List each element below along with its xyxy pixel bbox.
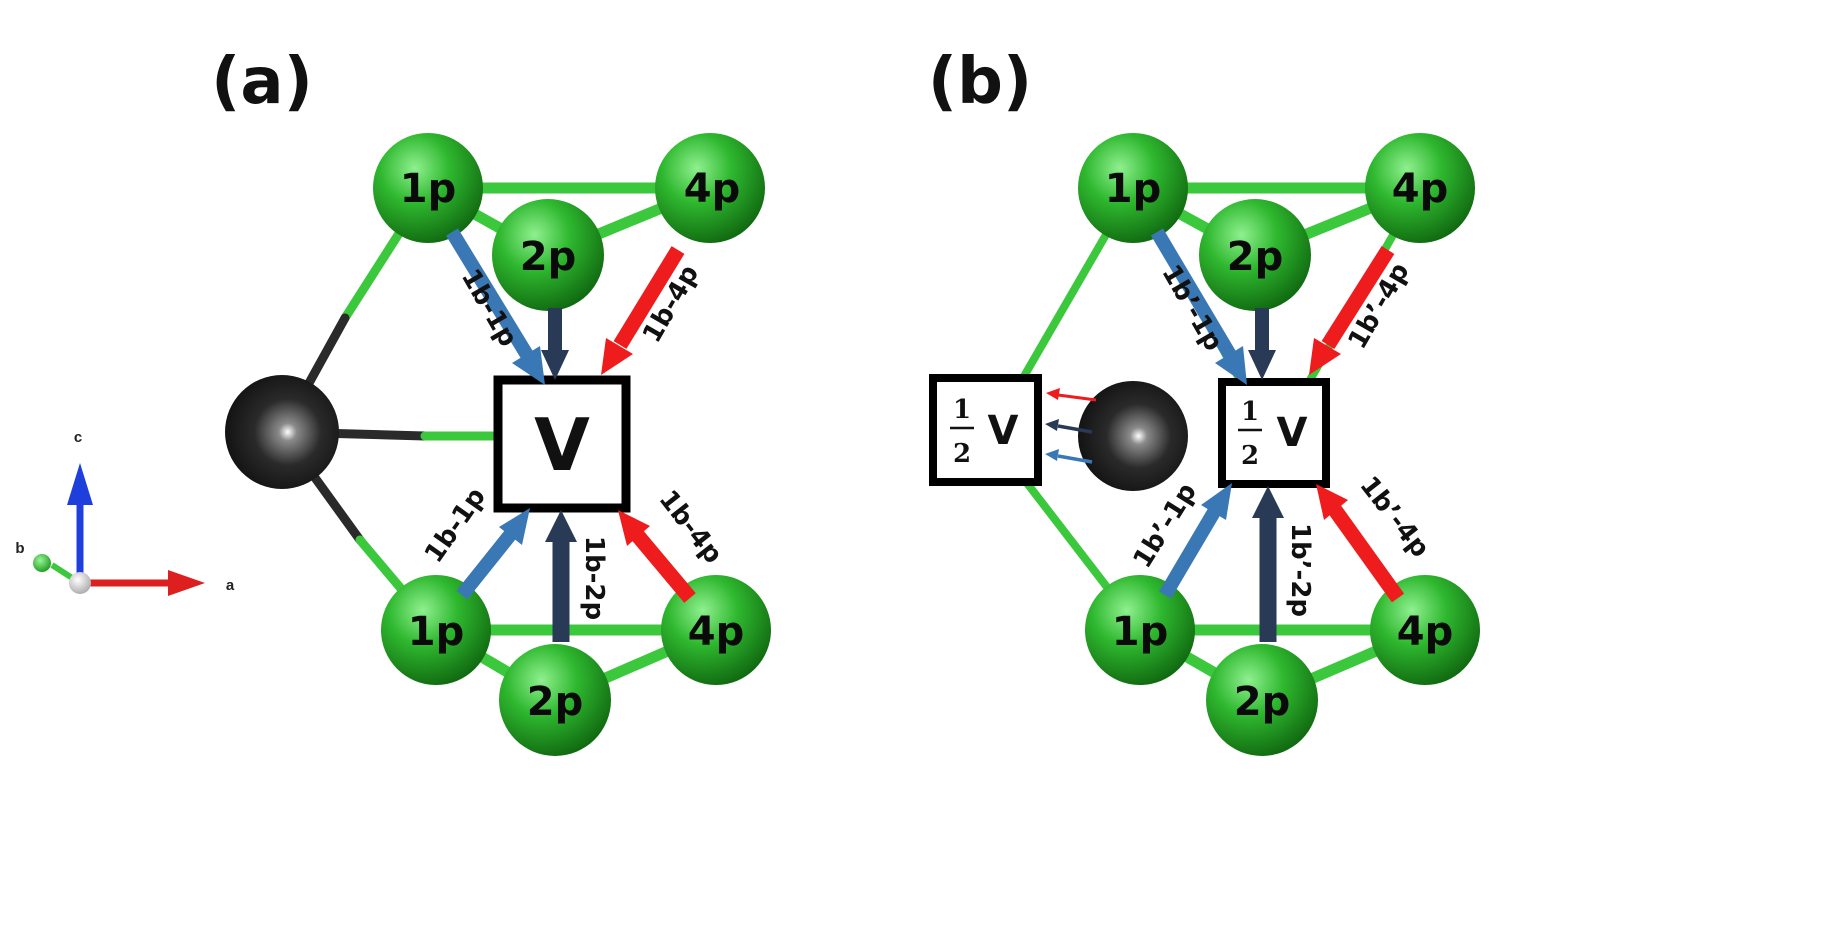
arrowhead: [1252, 486, 1284, 518]
atom-label: 2p: [527, 679, 583, 725]
atom-label: 2p: [1234, 679, 1290, 725]
atom-4p-top: 4p: [1365, 133, 1475, 243]
arrow-1b-prime-1p-bottom: [1158, 508, 1221, 599]
arrowhead: [1201, 483, 1232, 520]
arrow-1b-prime-1p-top: [1150, 228, 1237, 359]
atom-4p-top: 4p: [655, 133, 765, 243]
fraction-denominator: 2: [1241, 441, 1259, 471]
arrow-label: 1b-2p: [579, 536, 609, 620]
small-arrow-navy: [1057, 424, 1093, 434]
atom-label: 2p: [520, 234, 576, 280]
arrowhead: [1316, 484, 1348, 520]
half-vacancy-center: 1 2 V: [1218, 378, 1330, 488]
small-arrow-red: [1057, 393, 1097, 402]
panel-b: (b) 1p 4p 2p: [928, 45, 1480, 756]
atom-4p-bottom: 4p: [1370, 575, 1480, 685]
arrow-1b-4p-top: [613, 246, 685, 349]
small-arrows: [1045, 388, 1097, 464]
fraction-denominator: 2: [953, 439, 971, 469]
atom-1p-bottom: 1p: [1085, 575, 1195, 685]
arrowhead: [1045, 419, 1059, 431]
vacancy-symbol: V: [1277, 410, 1308, 456]
c-axis-arrowhead: [67, 463, 93, 505]
atom-2p-bottom: 2p: [1206, 644, 1318, 756]
fraction-numerator: 1: [1241, 397, 1259, 427]
arrowhead: [618, 510, 650, 546]
atom-label: 1p: [400, 166, 456, 212]
fraction-numerator: 1: [953, 395, 971, 425]
vacancy-symbol: V: [988, 408, 1019, 454]
atom-2p-top: 2p: [492, 199, 604, 311]
panel-a-arrows: [446, 228, 696, 642]
arrowhead: [1248, 350, 1276, 380]
arrow-label: 1b-1p: [419, 482, 492, 568]
arrow-1b-1p-bottom: [456, 530, 516, 600]
atom-label: 4p: [1392, 166, 1448, 212]
axis-a-label: a: [226, 577, 235, 594]
arrowhead: [545, 510, 577, 542]
arrowhead: [1045, 449, 1059, 461]
half-vacancy-left: 1 2 V: [929, 374, 1042, 486]
atom-4p-bottom: 4p: [661, 575, 771, 685]
arrow-1b-1p-top: [446, 228, 533, 359]
dark-atom: [1078, 381, 1188, 491]
panel-a: (a) 1p 4p 2p: [211, 45, 771, 756]
atom-label: 1p: [1112, 609, 1168, 655]
arrowhead: [1046, 388, 1060, 400]
atom-label: 4p: [1397, 609, 1453, 655]
arrowhead: [512, 346, 545, 385]
arrow-1b-prime-4p-top: [1321, 245, 1395, 350]
arrow-1b-prime-4p-bottom: [1328, 505, 1405, 603]
atom-2p-bottom: 2p: [499, 644, 611, 756]
atom-label: 1p: [1105, 166, 1161, 212]
arrowhead: [499, 508, 530, 545]
b-axis-tip: [33, 554, 51, 572]
atom-label: 4p: [688, 609, 744, 655]
arrow-label: 1b’-2p: [1285, 523, 1315, 617]
axis-b-label: b: [15, 540, 24, 557]
arrowhead: [601, 338, 633, 375]
atom-label: 4p: [684, 166, 740, 212]
vacancy-box: [929, 374, 1042, 486]
axis-triad: c b a: [15, 429, 235, 596]
arrowhead: [1309, 338, 1341, 375]
small-arrow-blue: [1057, 454, 1093, 464]
vacancy-box: [1218, 378, 1330, 488]
atom-1p-bottom: 1p: [381, 575, 491, 685]
panel-b-arrows: [1150, 228, 1405, 642]
a-axis-arrowhead: [168, 570, 205, 596]
axis-c-label: c: [74, 429, 82, 446]
panel-b-label: (b): [928, 45, 1032, 119]
atom-1p-top: 1p: [1078, 133, 1188, 243]
arrow-1b-4p-bottom: [632, 531, 696, 603]
vacancy-label: V: [534, 403, 590, 487]
vacancy-box: [493, 375, 631, 513]
dark-atom: [225, 375, 339, 489]
arrowhead: [1215, 346, 1247, 385]
arrowhead: [541, 350, 569, 380]
panel-a-label: (a): [211, 45, 313, 119]
atom-label: 1p: [408, 609, 464, 655]
atom-1p-top: 1p: [373, 133, 483, 243]
atom-label: 2p: [1227, 234, 1283, 280]
axis-origin: [69, 572, 91, 594]
atom-2p-top: 2p: [1199, 199, 1311, 311]
